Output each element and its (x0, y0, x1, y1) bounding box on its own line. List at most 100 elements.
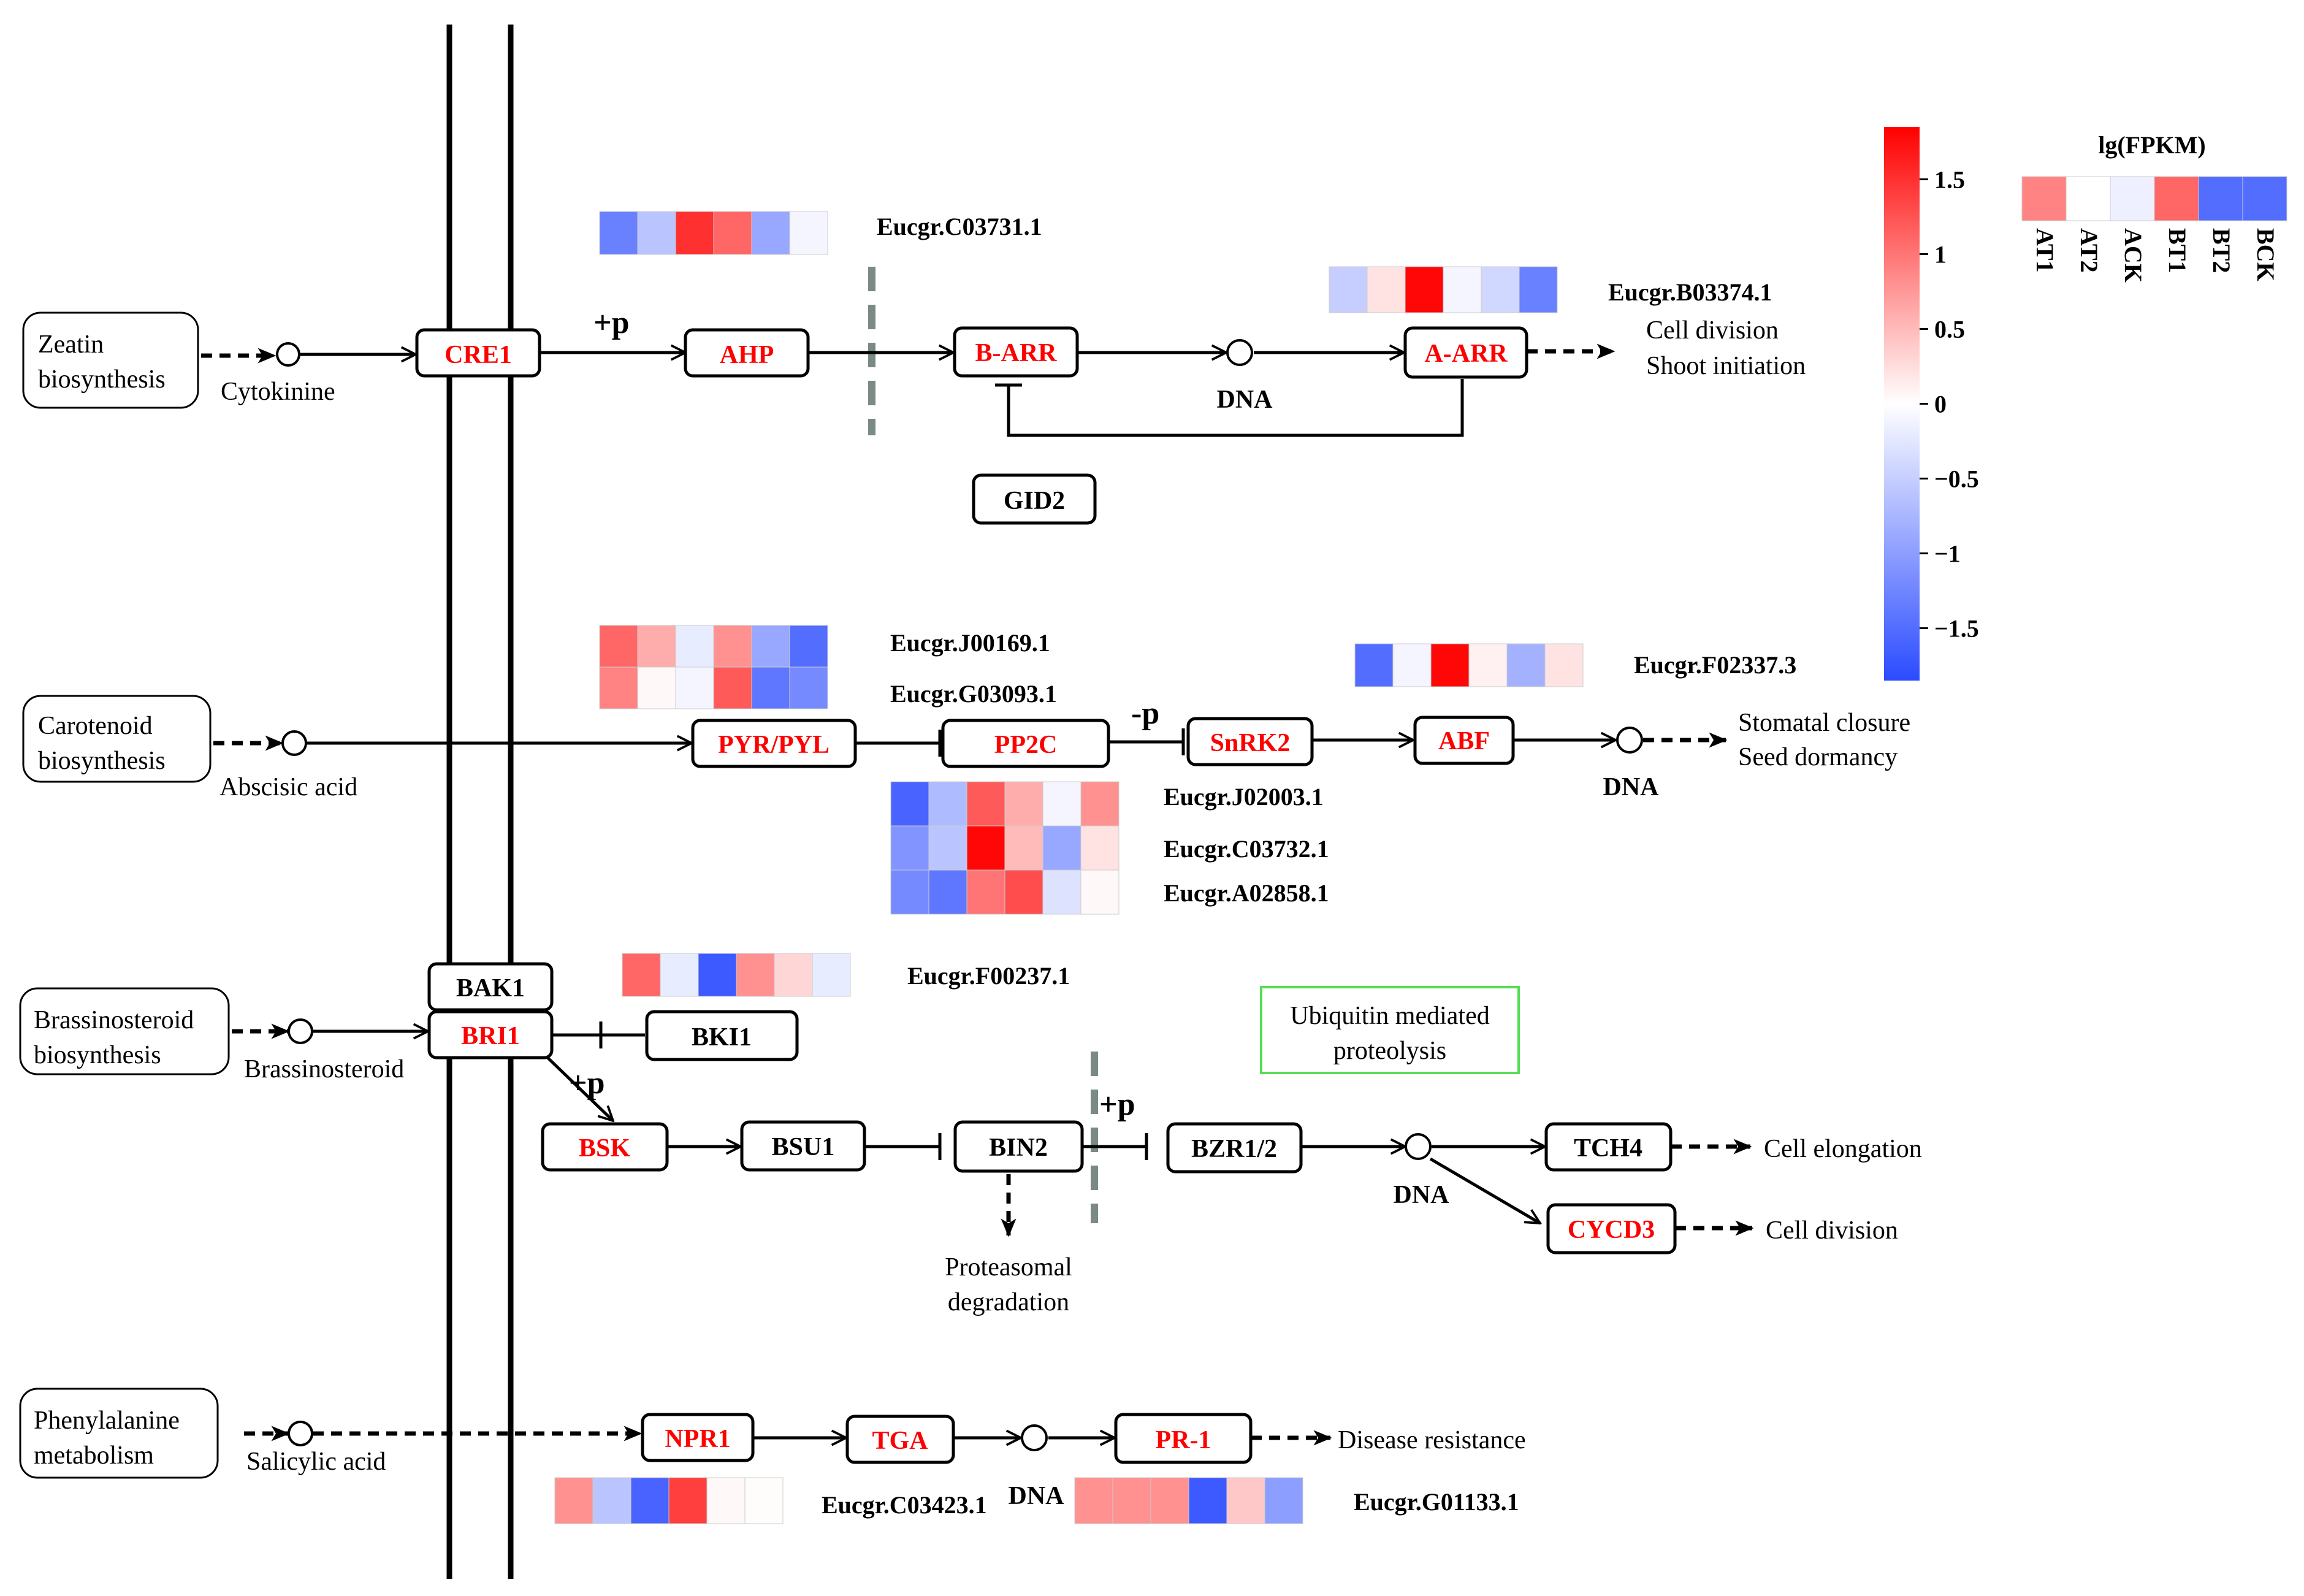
heatmap-cell (675, 211, 714, 255)
precursor-phenylalanine[interactable]: Phenylalanine metabolism (19, 1388, 219, 1479)
node-bzr[interactable]: BZR1/2 (1166, 1122, 1303, 1174)
node-pyr-label: PYR/PYL (718, 731, 830, 759)
outcome-proteasomal: Proteasomal (945, 1253, 1072, 1281)
node-aarr[interactable]: A-ARR (1403, 326, 1528, 379)
heatmap-gene-label: Eucgr.F02337.3 (1634, 651, 1796, 679)
heatmap-cell (1042, 781, 1081, 827)
node-bki1[interactable]: BKI1 (645, 1010, 799, 1061)
node-npr1[interactable]: NPR1 (641, 1413, 755, 1462)
ubiquitin-box[interactable]: Ubiquitin mediated proteolysis (1260, 986, 1520, 1074)
outcome-shoot-initiation: Shoot initiation (1646, 352, 1806, 380)
precursor-zeatin[interactable]: Zeatin biosynthesis (22, 311, 199, 409)
heatmap-cell (736, 953, 775, 997)
precursor-zeatin-line2: biosynthesis (38, 365, 166, 394)
node-pr1[interactable]: PR-1 (1114, 1413, 1253, 1464)
node-pyr[interactable]: PYR/PYL (691, 719, 857, 768)
sample-key-cell (2110, 176, 2155, 221)
node-pp2c-label: PP2C (994, 731, 1058, 759)
heatmap-cell (1150, 1477, 1189, 1524)
mod-minus-p-pp2c: -p (1131, 696, 1159, 731)
node-bak1[interactable]: BAK1 (427, 962, 554, 1012)
node-bzr-label: BZR1/2 (1191, 1135, 1277, 1163)
sample-legend-title: lg(FPKM) (2098, 131, 2206, 159)
node-bsk[interactable]: BSK (541, 1122, 669, 1172)
outcome-stomatal-closure: Stomatal closure (1738, 709, 1910, 737)
aba-circle (281, 730, 307, 756)
heatmap-cell (668, 1477, 708, 1524)
node-bin2[interactable]: BIN2 (953, 1120, 1084, 1173)
heatmap-cell (928, 869, 967, 915)
sample-key-cell (2242, 176, 2287, 221)
heatmap-cell (1112, 1477, 1151, 1524)
node-bsu1[interactable]: BSU1 (740, 1120, 866, 1172)
node-gid2-label: GID2 (1004, 487, 1065, 515)
heatmap-cell (1405, 266, 1444, 313)
heatmap-cell (789, 625, 828, 668)
heatmap-cell (599, 666, 638, 709)
node-bri1[interactable]: BRI1 (427, 1010, 554, 1060)
mod-plus-p-bin2: +p (1099, 1087, 1135, 1122)
colorbar-tick-label: −0.5 (1934, 465, 1979, 493)
heatmap-cell (592, 1477, 631, 1524)
brassino-circle (288, 1018, 313, 1044)
outcome-seed-dormancy: Seed dormancy (1738, 743, 1898, 771)
node-cycd3[interactable]: CYCD3 (1546, 1203, 1677, 1254)
heatmap-row: Eucgr.C03732.1 (890, 825, 1329, 871)
heatmap-cell (890, 781, 929, 827)
node-ahp[interactable]: AHP (684, 328, 810, 378)
outcome-disease-resistance: Disease resistance (1338, 1426, 1526, 1454)
heatmap-cell (812, 953, 851, 997)
precursor-brassinosteroid[interactable]: Brassinosteroid biosynthesis (19, 987, 230, 1075)
heatmap-row: Eucgr.F00237.1 (622, 953, 1070, 997)
heatmap-row: Eucgr.C03731.1 (599, 211, 1042, 255)
node-bri1-label: BRI1 (461, 1022, 520, 1050)
node-gid2[interactable]: GID2 (972, 473, 1097, 525)
heatmap-cell (751, 666, 790, 709)
heatmap-cell (554, 1477, 593, 1524)
colorbar (1884, 127, 1920, 681)
heatmap-row: Eucgr.F02337.3 (1354, 643, 1796, 687)
heatmap-cell (789, 666, 828, 709)
heatmap-cell (1004, 869, 1043, 915)
edge-bri1-bsk (543, 1053, 613, 1121)
outcome-degradation: degradation (948, 1288, 1069, 1316)
heatmap-cell (1519, 266, 1558, 313)
node-tch4-label: TCH4 (1574, 1134, 1642, 1163)
dna-circle-brassino (1405, 1133, 1432, 1160)
node-pp2c[interactable]: PP2C (941, 719, 1110, 768)
sample-key-label: BT1 (2164, 228, 2191, 273)
heatmap-cell (698, 953, 737, 997)
node-abf[interactable]: ABF (1413, 716, 1515, 765)
node-tga[interactable]: TGA (845, 1415, 955, 1464)
edge-dna-cycd3 (1429, 1157, 1540, 1225)
heatmap-cell (706, 1477, 746, 1524)
heatmap-cell (675, 625, 714, 668)
node-snrk2[interactable]: SnRK2 (1186, 717, 1314, 766)
heatmap-row: Eucgr.G03093.1 (599, 666, 1057, 709)
heatmap-cell (622, 953, 661, 997)
heatmap-cell (1544, 643, 1584, 687)
sample-key-label: AT2 (2075, 228, 2103, 273)
precursor-carotenoid[interactable]: Carotenoid biosynthesis (22, 695, 212, 783)
mod-plus-p-cre1: +p (593, 305, 630, 340)
colorbar-tick-label: 0.5 (1934, 315, 1965, 343)
heatmap-cell (637, 211, 676, 255)
heatmap-cell (660, 953, 699, 997)
ubiquitin-line2: proteolysis (1333, 1037, 1446, 1065)
dna-label-salicylic: DNA (1009, 1482, 1065, 1510)
node-cre1-label: CRE1 (444, 341, 512, 369)
node-tch4[interactable]: TCH4 (1544, 1122, 1673, 1172)
node-snrk2-label: SnRK2 (1210, 729, 1291, 757)
heatmap-row: Eucgr.A02858.1 (890, 869, 1329, 915)
colorbar-tick-label: 0 (1934, 391, 1947, 418)
heatmap-cell (630, 1477, 669, 1524)
node-barr[interactable]: B-ARR (953, 326, 1079, 378)
heatmap-gene-label: Eucgr.G03093.1 (890, 680, 1057, 708)
node-cre1[interactable]: CRE1 (415, 328, 541, 378)
heatmap-cell (599, 211, 638, 255)
outcome-cell-division-cytokinin: Cell division (1646, 316, 1779, 345)
signal-cytokinine: Cytokinine (221, 378, 335, 406)
